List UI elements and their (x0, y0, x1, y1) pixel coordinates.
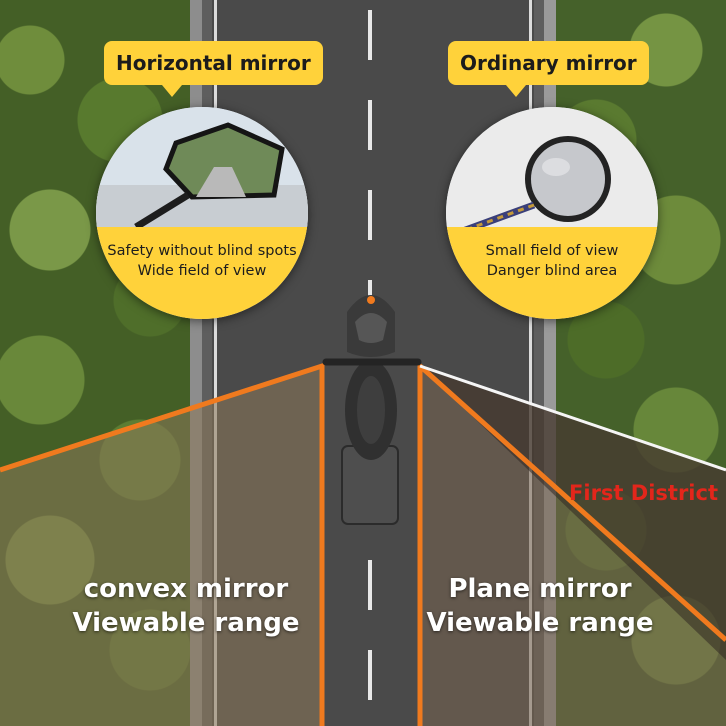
convex-zone-label: convex mirror Viewable range (60, 572, 312, 640)
blind-area-edge (419, 364, 726, 472)
hexagon-mirror-icon (96, 107, 308, 227)
round-mirror-icon (446, 107, 658, 227)
plane-zone-label: Plane mirror Viewable range (420, 572, 660, 640)
convex-zone-line-2: Viewable range (72, 608, 300, 638)
drawback-line-2: Danger blind area (486, 263, 618, 279)
benefit-line-1: Safety without blind spots (107, 243, 297, 259)
horizontal-mirror-callout: Horizontal mirror (104, 41, 323, 97)
district-label: First District (569, 481, 718, 505)
plane-zone-line-2: Viewable range (426, 608, 654, 638)
horizontal-mirror-benefits: Safety without blind spots Wide field of… (96, 227, 308, 319)
scooter-topdown-icon (322, 295, 422, 525)
ordinary-mirror-badge: Small field of view Danger blind area (446, 107, 658, 319)
convex-zone-edge (0, 362, 325, 726)
benefit-line-2: Wide field of view (137, 263, 267, 279)
horizontal-mirror-badge: Safety without blind spots Wide field of… (96, 107, 308, 319)
blind-area-zone (420, 366, 726, 660)
ordinary-mirror-drawbacks: Small field of view Danger blind area (446, 227, 658, 319)
drawback-line-1: Small field of view (485, 243, 619, 259)
convex-viewable-zone (0, 366, 322, 726)
convex-zone-line-1: convex mirror (83, 574, 289, 604)
plane-zone-line-1: Plane mirror (448, 574, 632, 604)
ordinary-mirror-callout: Ordinary mirror (448, 41, 649, 97)
